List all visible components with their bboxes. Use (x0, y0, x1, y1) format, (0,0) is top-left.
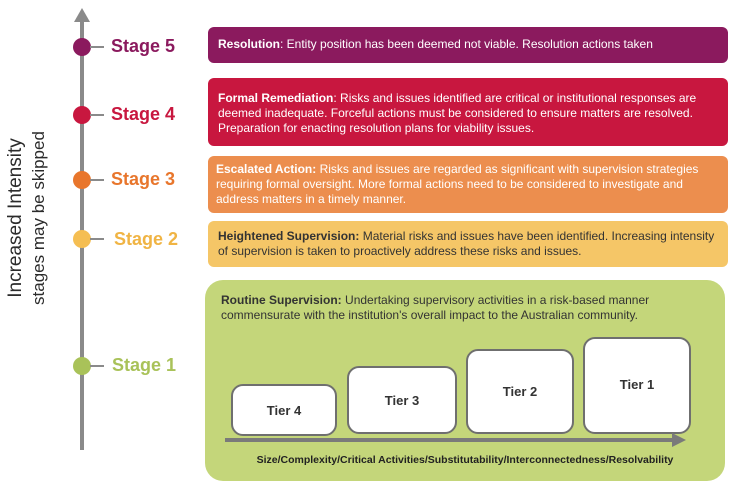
stage-5-text: : Entity position has been deemed not vi… (280, 37, 653, 51)
stage-3-text: Risks and issues are regarded as signifi… (216, 162, 699, 206)
stage-3-description: Escalated Action: Risks and issues are r… (208, 156, 728, 213)
stage-1-title: Routine Supervision: (221, 293, 342, 307)
stage-1-dot (73, 357, 91, 375)
stage-5-title: Resolution (218, 37, 280, 51)
stage-4-title: Formal Remediation (218, 91, 334, 105)
stage-4-label: Stage 4 (111, 104, 176, 124)
stage-5-tick (90, 46, 104, 48)
tier-1-box: Tier 1 (583, 337, 691, 434)
stage-4-dot (73, 106, 91, 124)
tier-axis-line (225, 438, 673, 442)
stage-3-label: Stage 3 (111, 169, 176, 189)
tier-axis-arrow-icon (672, 433, 686, 447)
stage-3-tick (90, 179, 104, 181)
stage-5-dot (73, 38, 91, 56)
stage-4-tick (90, 114, 104, 116)
stage-1-tick (90, 365, 104, 367)
stage-1-label: Stage 1 (112, 355, 177, 375)
intensity-axis-title: Increased Intensity stages may be skippe… (4, 118, 64, 318)
stage-3-title: Escalated Action: (216, 162, 317, 176)
stage-2-dot (73, 230, 91, 248)
axis-title-sub: stages may be skipped (29, 131, 48, 305)
stage-2-title: Heightened Supervision: (218, 229, 360, 243)
stage-2-label: Stage 2 (114, 229, 179, 249)
stage-4-text: : Risks and issues identified are critic… (218, 91, 697, 135)
stage-5-label: Stage 5 (111, 36, 176, 56)
tier-2-box: Tier 2 (466, 349, 574, 434)
tier-3-box: Tier 3 (347, 366, 457, 434)
axis-arrow-head-icon (74, 8, 90, 22)
stage-4-description: Formal Remediation: Risks and issues ide… (208, 78, 728, 146)
stage-3-dot (73, 171, 91, 189)
stage-1-text: Undertaking supervisory activities in a … (221, 293, 650, 322)
stage-2-text: Material risks and issues have been iden… (218, 229, 715, 258)
stage-2-description: Heightened Supervision: Material risks a… (208, 221, 728, 267)
axis-title-main: Increased Intensity (5, 138, 26, 298)
tier-4-box: Tier 4 (231, 384, 337, 436)
stage-2-tick (90, 238, 104, 240)
tier-axis-caption: Size/Complexity/Critical Activities/Subs… (256, 454, 674, 466)
stage-5-description: Resolution: Entity position has been dee… (208, 27, 728, 63)
